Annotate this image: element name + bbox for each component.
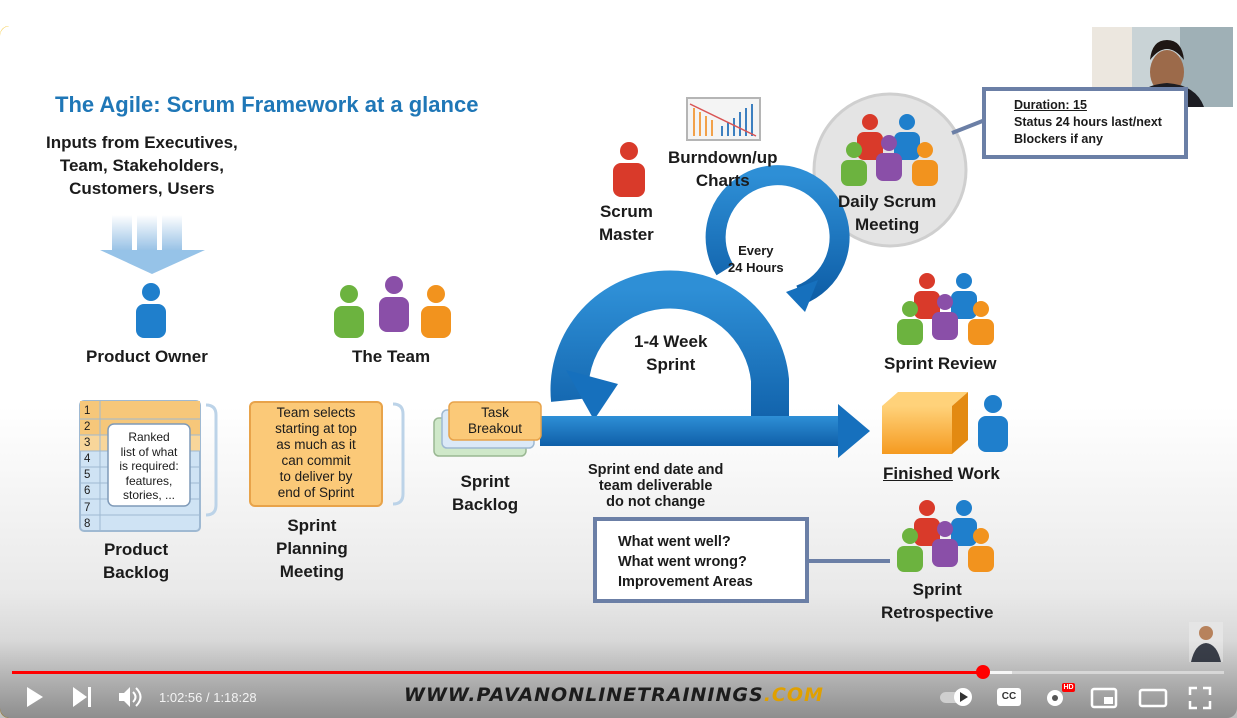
slide-title: The Agile: Scrum Framework at a glance [55, 92, 479, 117]
team-selects-box [249, 401, 383, 507]
autoplay-toggle[interactable] [940, 688, 972, 706]
product-backlog-graphic [79, 400, 218, 532]
input-arrows [100, 215, 205, 274]
mute-button[interactable] [118, 686, 140, 708]
captions-button[interactable]: CC [1001, 691, 1017, 702]
hd-badge: HD [1063, 684, 1074, 691]
retrospective-questions-box: What went well?What went wrong?Improveme… [593, 517, 809, 603]
product-owner-label: Product Owner [86, 347, 208, 366]
finished-work-label: Finished Work [883, 464, 1000, 483]
inputs-text: Inputs from Executives,Team, Stakeholder… [46, 133, 238, 198]
time-display: 1:02:56 / 1:18:28 [159, 690, 257, 705]
miniplayer-button[interactable] [1090, 686, 1118, 708]
burndown-chart-graphic [686, 97, 761, 141]
finished-work-cube [882, 392, 968, 454]
next-button[interactable] [72, 686, 92, 708]
daily-scrum-notes-box: Duration: 15 Status 24 hours last/next B… [982, 87, 1188, 159]
fullscreen-button[interactable] [1187, 685, 1213, 711]
the-team-label: The Team [352, 347, 431, 366]
progress-scrubber[interactable] [975, 665, 990, 679]
sprint-loop-arrow [550, 270, 789, 430]
progress-buffered [982, 671, 1012, 674]
progress-played [12, 671, 983, 674]
main-flow-arrow [540, 416, 840, 446]
theater-mode-button[interactable] [1138, 686, 1168, 708]
sprint-backlog-graphic [433, 401, 542, 457]
play-button[interactable] [26, 686, 46, 708]
website-watermark: WWW.PAVANONLINETRAININGS.COM [404, 684, 824, 706]
person-figures [136, 114, 1008, 572]
daily-loop-arrow [705, 165, 850, 305]
sprint-review-label: Sprint Review [884, 354, 997, 373]
